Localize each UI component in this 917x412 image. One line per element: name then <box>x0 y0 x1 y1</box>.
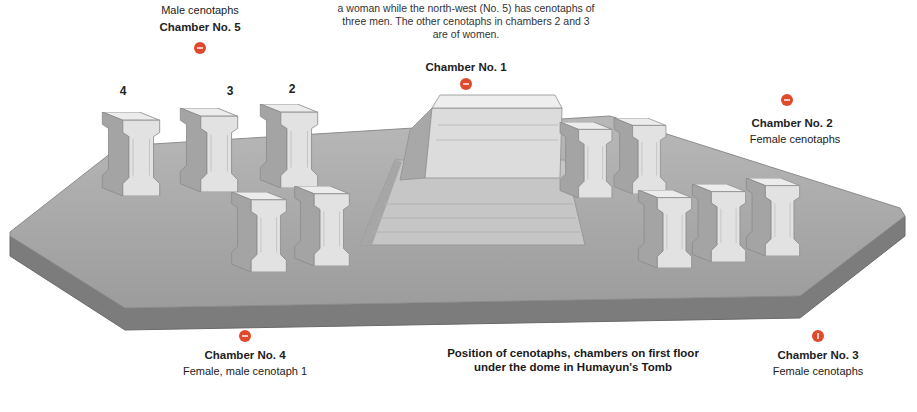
chamber-name: Chamber No. 3 <box>777 348 858 362</box>
note-text: a woman while the north-west (No. 5) has… <box>335 2 597 41</box>
chamber-subtitle: Female cenotaphs <box>773 365 864 379</box>
marker-ticks <box>197 48 818 339</box>
caption: Position of cenotaphs, chambers on first… <box>438 346 708 375</box>
chamber-name: Chamber No. 1 <box>425 60 506 74</box>
chamber-subtitle: Female cenotaphs <box>750 133 841 147</box>
chamber-subtitle: Female, male cenotaph 1 <box>183 365 307 379</box>
chamber-name: Chamber No. 5 <box>159 20 240 34</box>
chamber-subtitle: Male cenotaphs <box>161 4 239 18</box>
cenotaph-number: 3 <box>227 84 234 99</box>
central-cenotaph <box>360 95 585 245</box>
cenotaph-number: 4 <box>120 84 127 99</box>
chamber-name: Chamber No. 4 <box>204 348 285 362</box>
chamber-name: Chamber No. 2 <box>751 116 832 130</box>
cenotaph-number: 2 <box>289 82 296 97</box>
chamber-markers <box>194 42 824 342</box>
cenotaphs <box>102 104 799 272</box>
